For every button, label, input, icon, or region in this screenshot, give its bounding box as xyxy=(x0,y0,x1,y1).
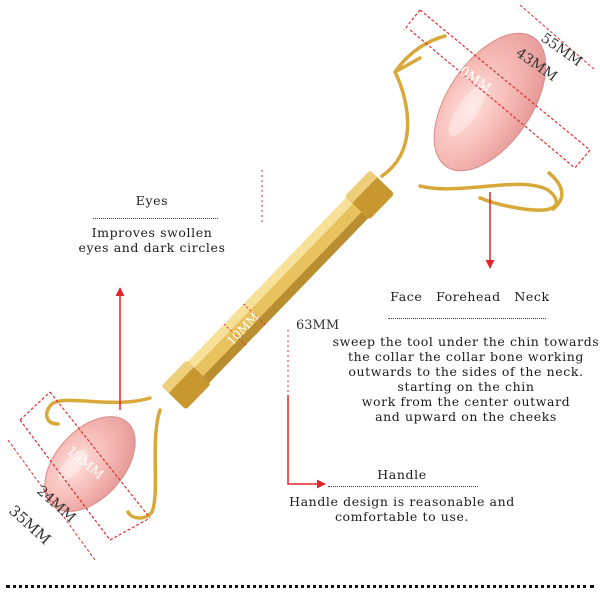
face-line-5: work from the center outward xyxy=(361,394,571,409)
handle-arrow xyxy=(287,395,326,489)
eyes-title: Eyes xyxy=(135,193,169,208)
eyes-desc-line1: Improves swollen xyxy=(91,225,213,240)
face-line-2: the collar the collar bone working xyxy=(348,349,584,364)
face-title: Face Forehead Neck xyxy=(390,289,550,304)
top-roller xyxy=(433,32,547,172)
dim-handle-length: 63MM xyxy=(296,318,339,333)
handle-title: Handle xyxy=(377,467,427,482)
bottom-frame xyxy=(44,396,162,520)
bottom-roller xyxy=(44,416,136,512)
handle-desc-line1: Handle design is reasonable and xyxy=(289,494,515,509)
face-line-4: starting on the chin xyxy=(397,379,535,394)
bottom-dotted-rule xyxy=(6,585,594,588)
top-frame xyxy=(380,34,559,212)
eyes-divider xyxy=(93,218,218,219)
handle-body xyxy=(161,170,394,409)
handle-divider xyxy=(328,486,478,487)
eyes-desc-line2: eyes and dark circles xyxy=(78,240,226,255)
face-divider xyxy=(388,318,546,319)
face-line-3: outwards to the sides of the neck. xyxy=(348,364,584,379)
handle-desc-line2: comfortable to use. xyxy=(334,509,470,524)
face-line-1: sweep the tool under the chin towards xyxy=(332,334,600,349)
top-frame-right xyxy=(546,170,564,212)
face-line-6: and upward on the cheeks xyxy=(375,409,557,424)
dim-bottom-outer: 35MM xyxy=(5,502,54,549)
